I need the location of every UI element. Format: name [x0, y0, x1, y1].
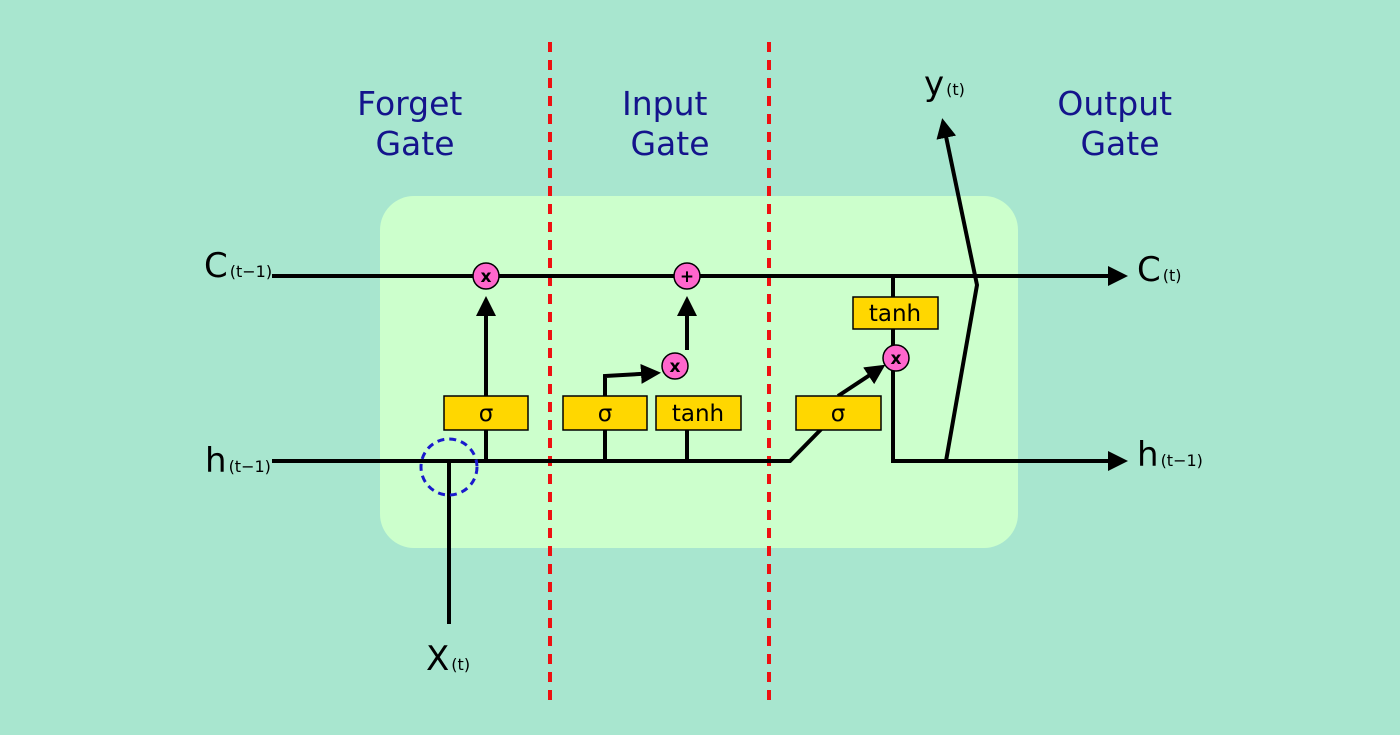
forget-gate-title-line1: Forget — [357, 84, 462, 123]
c-out-sub: (t) — [1163, 266, 1182, 285]
output-sigma-to-mult — [836, 364, 886, 398]
c-out-label: C(t) — [1137, 250, 1182, 290]
h-prev-label: h(t−1) — [205, 441, 271, 481]
output-sigma-label: σ — [831, 401, 846, 427]
output-tanh-label: tanh — [869, 301, 921, 327]
y-output-sub: (t) — [946, 80, 965, 99]
input-gate-title-line1: Input — [622, 84, 708, 123]
input-sigma-to-mult — [603, 363, 661, 396]
concat-circle — [419, 437, 479, 497]
h-prev-main: h — [205, 441, 227, 481]
y-output-label: y(t) — [924, 64, 965, 104]
forget-gate-title: Forget Gate — [357, 84, 473, 163]
output-gate-title: Output Gate — [1057, 84, 1182, 163]
output-sigma-box: σ — [795, 395, 882, 431]
forget-sigma-label: σ — [479, 401, 494, 427]
input-sigma-label: σ — [598, 401, 613, 427]
c-out-main: C — [1137, 250, 1161, 290]
forget-gate-title-line2: Gate — [375, 124, 454, 163]
h-out-sub: (t−1) — [1161, 451, 1203, 470]
input-tanh-label: tanh — [672, 401, 724, 427]
output-multiply-symbol: x — [891, 349, 902, 369]
c-prev-sub: (t−1) — [230, 262, 272, 281]
input-multiply-op: x — [661, 352, 689, 380]
x-input-sub: (t) — [451, 655, 470, 674]
forget-sigma-box: σ — [443, 395, 529, 431]
input-sigma-box: σ — [562, 395, 648, 431]
input-add-op: + — [673, 262, 701, 290]
h-out-label: h(t−1) — [1137, 435, 1203, 475]
h-out-main: h — [1137, 435, 1159, 475]
c-prev-main: C — [204, 246, 228, 286]
output-tanh-box: tanh — [852, 296, 939, 330]
hidden-output-line — [891, 370, 1128, 471]
input-gate-title: Input Gate — [622, 84, 718, 163]
input-add-symbol: + — [680, 267, 694, 287]
forget-multiply-symbol: x — [481, 267, 492, 287]
h-prev-sub: (t−1) — [229, 457, 271, 476]
output-gate-title-line2: Gate — [1080, 124, 1159, 163]
cell-area — [380, 196, 1018, 548]
c-prev-label: C(t−1) — [204, 246, 272, 286]
forget-multiply-op: x — [472, 262, 500, 290]
x-input-main: X — [426, 639, 449, 679]
x-input-label: X(t) — [426, 639, 470, 679]
input-tanh-box: tanh — [655, 395, 742, 431]
y-output-line — [936, 118, 980, 462]
input-gate-title-line2: Gate — [630, 124, 709, 163]
y-output-main: y — [924, 64, 944, 104]
output-multiply-op: x — [882, 344, 910, 372]
input-multiply-symbol: x — [670, 357, 681, 377]
output-gate-title-line1: Output — [1057, 84, 1172, 123]
